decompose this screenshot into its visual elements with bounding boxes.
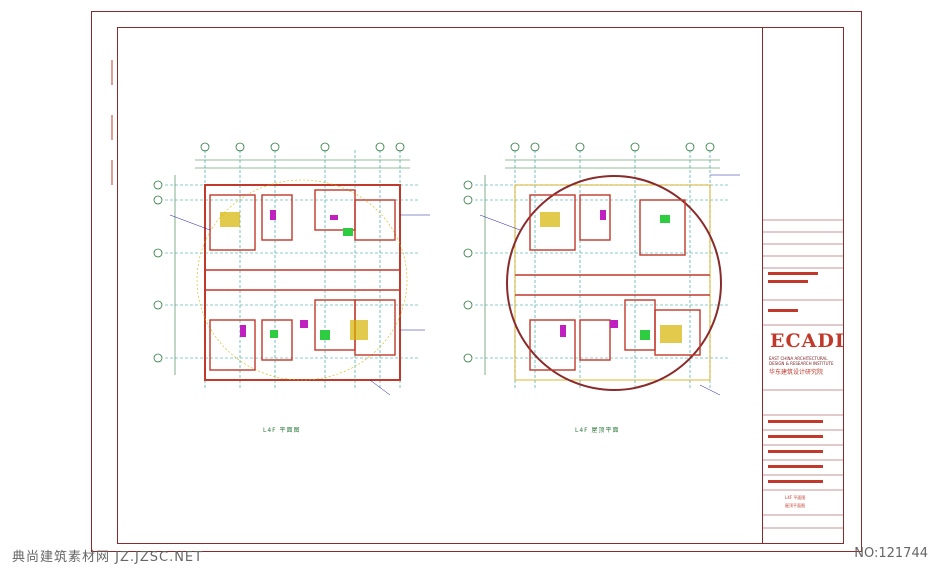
left-floor-plan bbox=[153, 142, 430, 396]
drawing-title-2: 屋顶平面图 bbox=[785, 503, 805, 508]
institute-en-name: EAST CHINA ARCHITECTURAL DESIGN & RESEAR… bbox=[769, 356, 834, 366]
drawing-title-1: L4F 平面图 bbox=[785, 495, 806, 500]
right-roof-plan bbox=[463, 142, 740, 396]
title-block-text-marks bbox=[768, 272, 823, 483]
title-block bbox=[762, 27, 844, 544]
watermark-right: NO:121744 bbox=[854, 546, 928, 561]
left-plan-caption: L4F 平面图 bbox=[263, 427, 301, 434]
watermark-left: 典尚建筑素材网 JZ.JZSC.NET bbox=[12, 550, 204, 565]
title-block-rows bbox=[762, 219, 844, 529]
institute-cn-name: 华东建筑设计研究院 bbox=[769, 369, 824, 376]
drawing-sheet-outer-frame bbox=[91, 11, 862, 552]
ecadi-logo: ECADI bbox=[770, 330, 845, 352]
right-plan-caption: L4F 屋顶平面 bbox=[575, 427, 620, 434]
drawing-sheet-inner-frame bbox=[117, 27, 844, 544]
